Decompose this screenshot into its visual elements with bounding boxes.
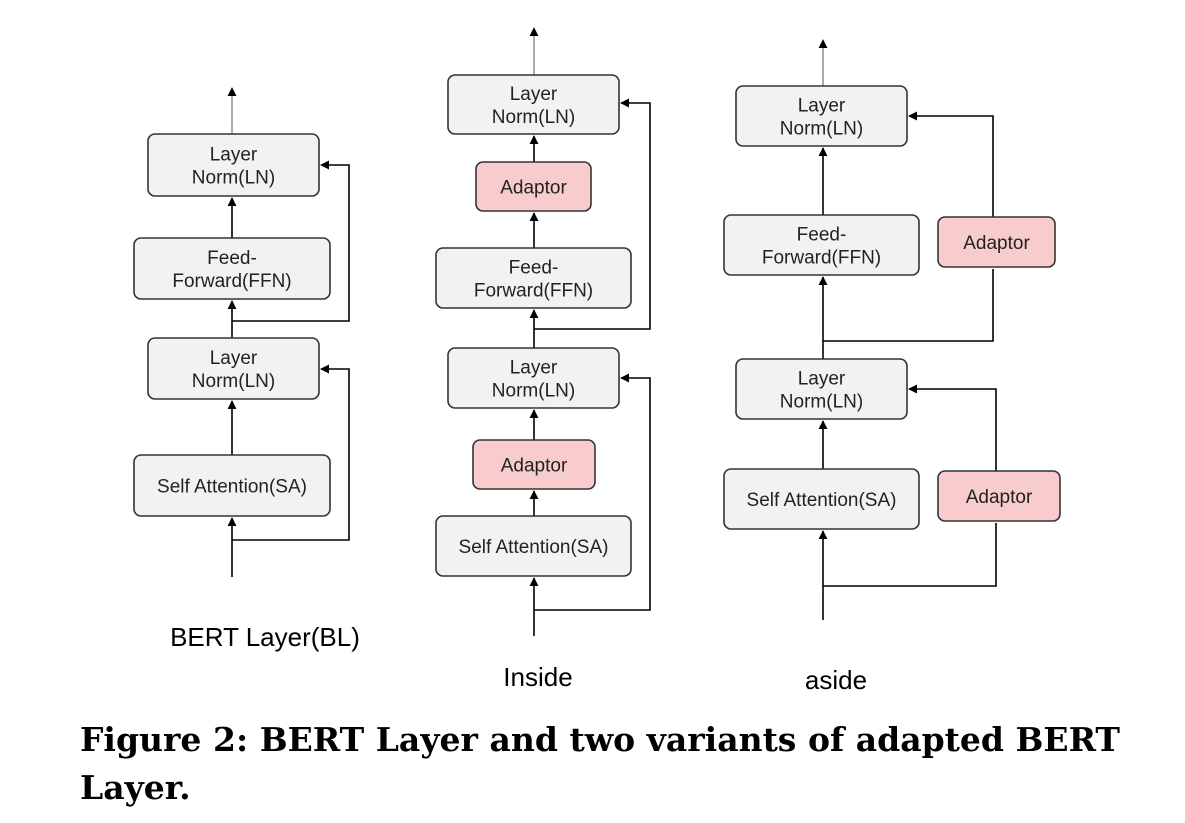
box-text: Feed- (509, 258, 559, 279)
box-text: Self Attention(SA) (747, 490, 897, 511)
connector-7 (232, 160, 350, 322)
connectors (227, 27, 997, 636)
box-text: Layer (210, 145, 258, 166)
bert-adaptor-diagram: LayerNorm(LN)Feed-Forward(FFN)LayerNorm(… (133, 27, 1061, 695)
connector-23 (908, 384, 997, 471)
connector-25 (908, 111, 994, 217)
box-text: Layer (210, 348, 258, 369)
aside-module-box-5: Self Attention(SA) (723, 468, 920, 530)
aside-label: aside (805, 665, 867, 695)
modules: LayerNorm(LN)Feed-Forward(FFN)LayerNorm(… (133, 74, 1061, 577)
box-text: Feed- (797, 225, 847, 246)
box-text: Layer (798, 369, 846, 390)
box-text: Self Attention(SA) (459, 537, 609, 558)
box-text: Adaptor (966, 487, 1033, 508)
figure-caption: Figure 2: BERT Layer and two variants of… (80, 716, 1120, 812)
box-text: Norm(LN) (492, 107, 575, 128)
box-text: Layer (510, 84, 558, 105)
box-text: Feed- (207, 248, 257, 269)
inside-label: Inside (503, 662, 572, 692)
box-text: Layer (510, 358, 558, 379)
box-text: Layer (798, 96, 846, 117)
connector-24 (823, 269, 994, 342)
box-text: Forward(FFN) (762, 248, 881, 269)
box-text: Self Attention(SA) (157, 477, 307, 498)
box-text: Adaptor (501, 456, 568, 477)
box-text: Adaptor (500, 178, 567, 199)
connector-15 (534, 373, 651, 611)
aside-adaptor-box-3: Adaptor (937, 216, 1056, 268)
box-text: Norm(LN) (192, 371, 275, 392)
aside-module-box-2: Feed-Forward(FFN) (723, 214, 920, 276)
box-text: Norm(LN) (192, 168, 275, 189)
caption-line-2: Layer. (80, 768, 191, 807)
box-text: Norm(LN) (492, 381, 575, 402)
inside-adaptor-box-5: Adaptor (472, 439, 596, 490)
box-text: Adaptor (963, 233, 1030, 254)
inside-module-box-3: Feed-Forward(FFN) (435, 247, 632, 309)
connector-22 (823, 523, 997, 587)
box-text: Norm(LN) (780, 392, 863, 413)
box-text: Forward(FFN) (474, 281, 593, 302)
connector-16 (534, 98, 651, 330)
inside-module-box-6: Self Attention(SA) (435, 515, 632, 577)
inside-adaptor-box-2: Adaptor (475, 161, 592, 212)
caption-line-1: Figure 2: BERT Layer and two variants of… (80, 720, 1120, 759)
bert-layer-module-box-2: Feed-Forward(FFN) (133, 237, 331, 300)
variant-labels: BERT Layer(BL) Inside aside (170, 622, 867, 695)
aside-adaptor-box-6: Adaptor (937, 470, 1061, 522)
bert-layer-module-box-4: Self Attention(SA) (133, 454, 331, 517)
box-text: Forward(FFN) (172, 271, 291, 292)
connector-6 (232, 364, 350, 541)
box-text: Norm(LN) (780, 119, 863, 140)
bert-layer-label: BERT Layer(BL) (170, 622, 360, 652)
